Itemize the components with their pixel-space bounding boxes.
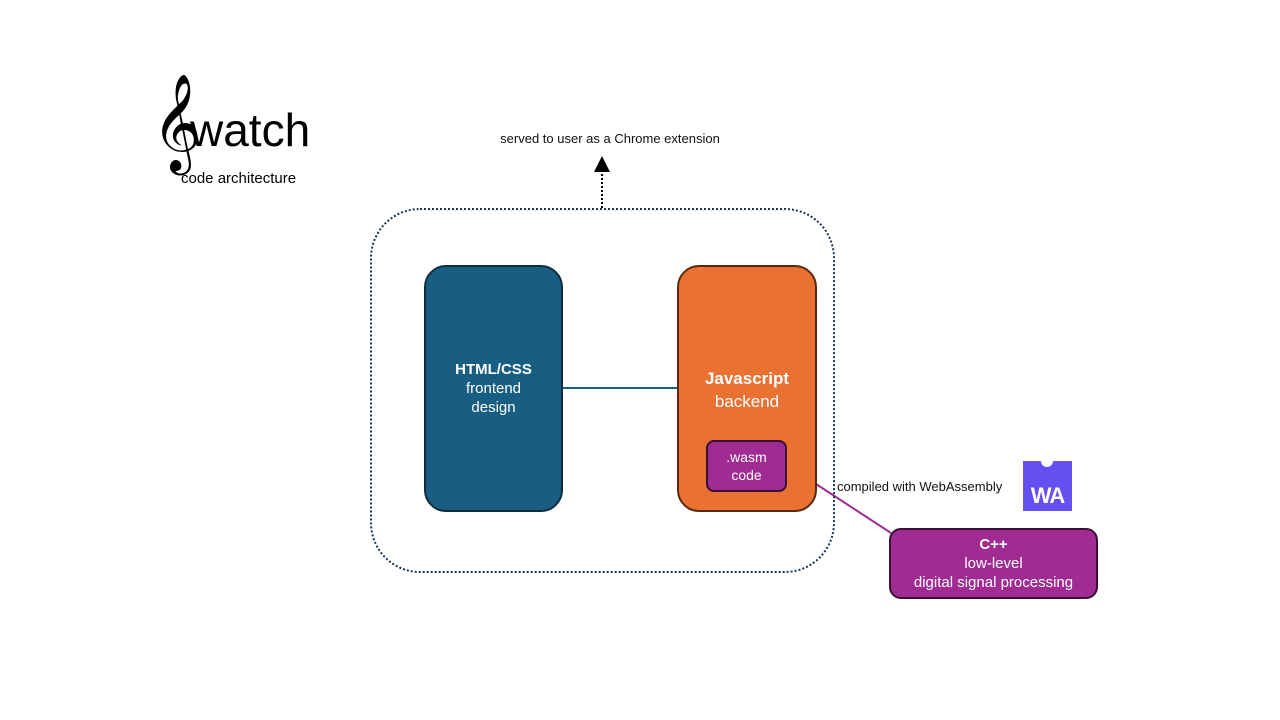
backend-title: Javascript	[704, 369, 790, 388]
compiled-caption: compiled with WebAssembly	[837, 479, 1003, 494]
wasm-box: .wasm code	[706, 440, 787, 492]
logo-wordmark: watch	[190, 104, 311, 156]
cpp-line1: low-level	[964, 555, 1023, 572]
wa-logo-text: WA	[1030, 483, 1065, 508]
webassembly-logo-icon: WA	[1023, 455, 1072, 511]
frontend-line2: design	[471, 399, 516, 416]
frontend-box: HTML/CSS frontend design	[424, 265, 563, 512]
cpp-line2: digital signal processing	[913, 574, 1074, 591]
wasm-line2: code	[731, 467, 762, 483]
served-caption: served to user as a Chrome extension	[500, 131, 720, 146]
cpp-title: C++	[979, 536, 1008, 553]
wa-logo-notch	[1041, 455, 1053, 467]
treble-clef-icon: 𝄞	[152, 73, 202, 171]
frontend-title: HTML/CSS	[455, 361, 532, 378]
chrome-extension-container	[370, 208, 835, 573]
wasm-line1: .wasm	[726, 449, 767, 465]
backend-line1: backend	[714, 392, 780, 411]
swatch-logo: 𝄞 watch	[150, 73, 340, 176]
frontend-line1: frontend	[465, 380, 522, 397]
logo-subtitle: code architecture	[181, 170, 297, 187]
cpp-box: C++ low-level digital signal processing	[889, 528, 1098, 599]
